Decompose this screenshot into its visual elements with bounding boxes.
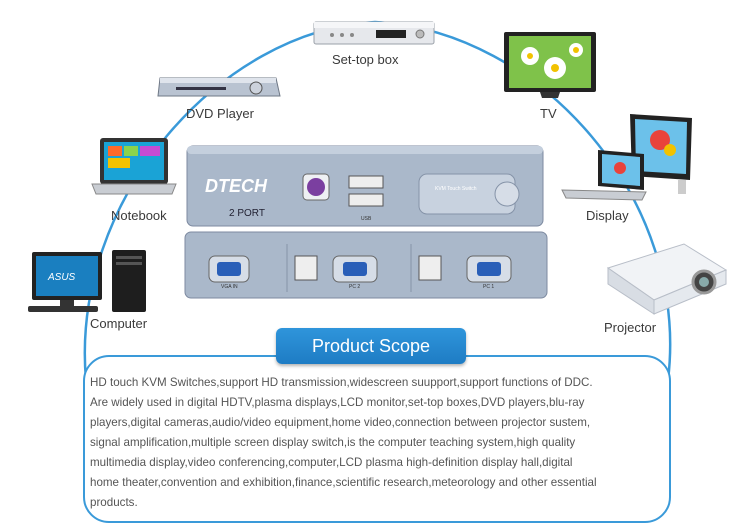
scope-line: home theater,convention and exhibition,f…: [90, 476, 597, 489]
product-scope-title: Product Scope: [276, 328, 466, 364]
scope-line: HD touch KVM Switches,support HD transmi…: [90, 376, 593, 389]
settop-box-icon: [313, 21, 435, 45]
projector-icon: [606, 243, 728, 315]
product-scope-text: HD touch KVM Switches,support HD transmi…: [90, 373, 668, 513]
svg-text:ASUS: ASUS: [47, 272, 76, 283]
notebook-icon: [91, 138, 177, 195]
tv-icon: [504, 32, 596, 98]
notebook-label: Notebook: [111, 208, 167, 223]
product-scope-panel: [83, 355, 671, 523]
kvm-vga-in-label: VGA IN: [221, 284, 238, 290]
projector-label: Projector: [604, 320, 657, 335]
kvm-port-text: 2 PORT: [229, 208, 265, 219]
settop-box-label: Set-top box: [332, 52, 399, 67]
tv-label: TV: [540, 106, 557, 121]
computer-label: Computer: [90, 316, 148, 331]
scope-line: products.: [90, 496, 138, 509]
kvm-switch: DTECH 2 PORT USB KVM Touch Switch VGA IN…: [183, 144, 551, 304]
kvm-usb-label: USB: [361, 216, 372, 222]
kvm-pc2-label: PC 2: [349, 284, 361, 290]
kvm-brand: DTECH: [205, 176, 267, 196]
display-label: Display: [586, 208, 629, 223]
kvm-switch-body: [184, 145, 548, 299]
computer-icon: ASUS: [28, 250, 146, 312]
kvm-badge: KVM Touch Switch: [435, 186, 477, 192]
scope-line: signal amplification,multiple screen dis…: [90, 436, 576, 449]
scope-line: Are widely used in digital HDTV,plasma d…: [90, 396, 585, 409]
dvd-player-label: DVD Player: [186, 106, 254, 121]
dvd-player-icon: [157, 77, 281, 97]
scope-line: players,digital cameras,audio/video equi…: [90, 416, 591, 429]
display-icon: [561, 114, 692, 201]
kvm-pc1-label: PC 1: [483, 284, 495, 290]
scope-line: multimedia display,video conferencing,co…: [90, 456, 573, 469]
